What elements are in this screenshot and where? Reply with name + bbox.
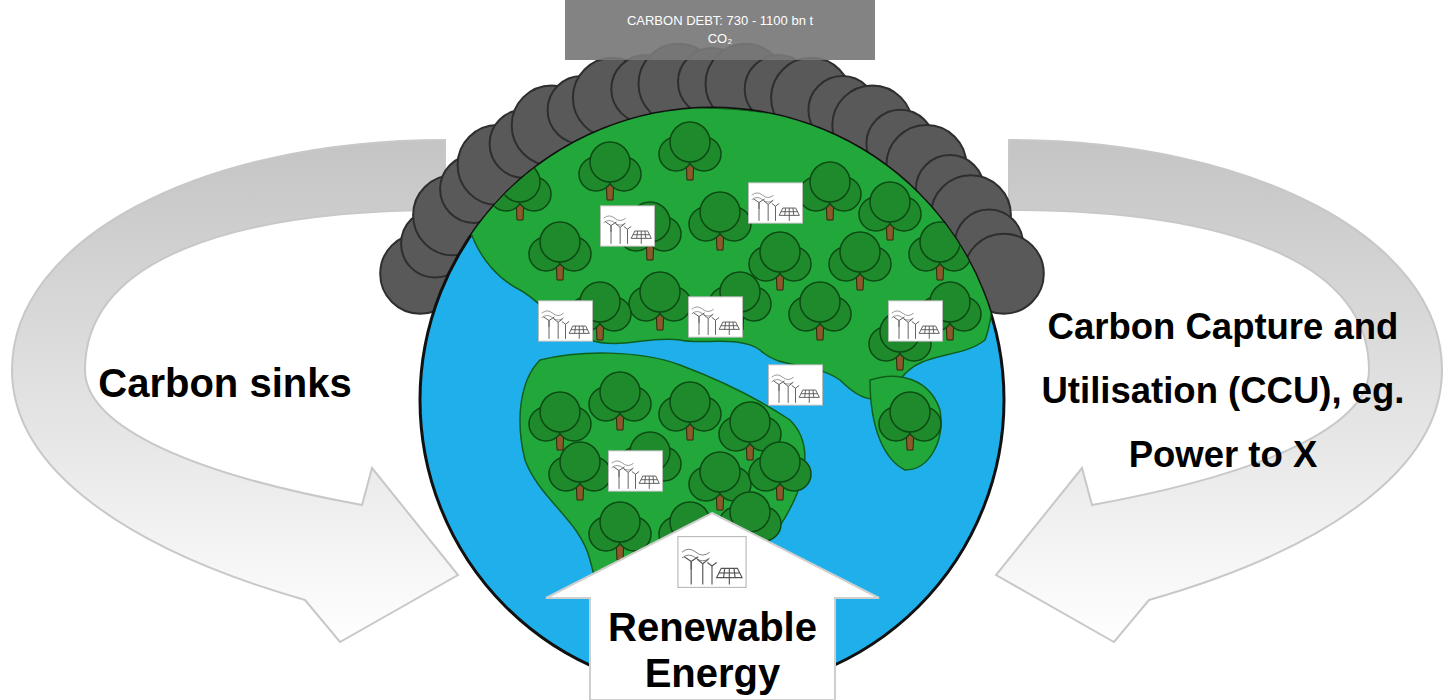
node-text: Renewable Energy bbox=[590, 604, 835, 696]
arrow-label: Carbon Capture and Utilisation (CCU), eg… bbox=[996, 296, 1450, 486]
renewable-icons bbox=[538, 183, 942, 491]
curved-arrow-left bbox=[12, 140, 458, 642]
renewable-arrow: Renewable Energy bbox=[545, 512, 880, 700]
arrow-label: Carbon sinks bbox=[80, 350, 370, 416]
carbon-debt-box: CARBON DEBT: 730 - 1100 bn t CO₂ bbox=[565, 0, 875, 60]
node-text: Carbon sinks bbox=[80, 359, 370, 407]
node-text: CARBON DEBT: 730 - 1100 bn t CO₂ bbox=[620, 12, 820, 47]
node-text: Carbon Capture and Utilisation (CCU), eg… bbox=[996, 295, 1450, 487]
